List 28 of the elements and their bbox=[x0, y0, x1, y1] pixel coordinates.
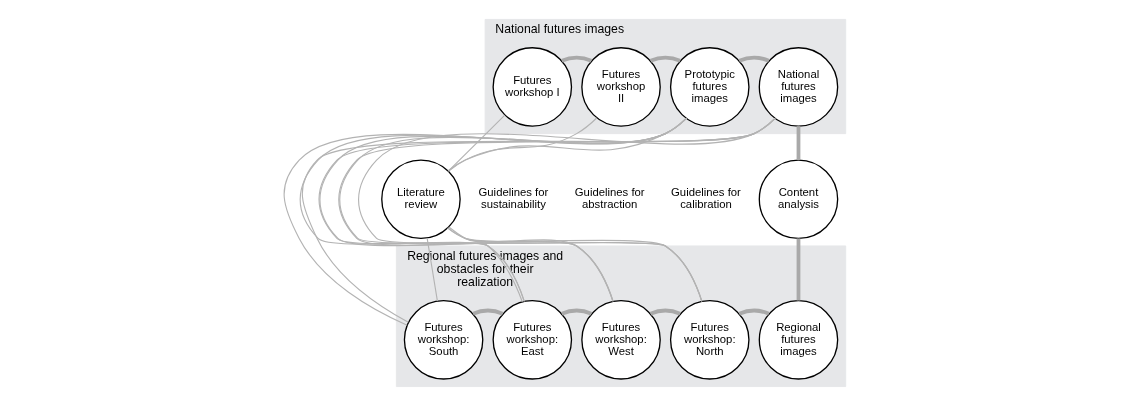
node-circle: National futures images bbox=[758, 47, 838, 127]
node-circle: Content analysis bbox=[758, 159, 838, 240]
node-circle: Futures workshop: West bbox=[580, 300, 661, 380]
connector bbox=[560, 308, 592, 316]
connector bbox=[649, 55, 681, 63]
node-circle: Literature review bbox=[380, 159, 461, 240]
label: Guidelines for calibration bbox=[670, 186, 741, 211]
connector bbox=[796, 126, 800, 161]
node-circle: Futures workshop: East bbox=[492, 300, 572, 380]
label: Guidelines for sustainability bbox=[478, 186, 548, 211]
connector bbox=[471, 308, 503, 316]
node-circle: Futures workshop: South bbox=[403, 300, 483, 380]
label: Guidelines for abstraction bbox=[574, 186, 645, 211]
node-circle: Futures workshop I bbox=[492, 47, 572, 127]
connector bbox=[426, 237, 438, 302]
connector bbox=[447, 117, 686, 172]
connector bbox=[738, 55, 770, 63]
node-circle: Futures workshop II bbox=[580, 47, 661, 127]
connector bbox=[796, 238, 800, 301]
node-circle: Futures workshop: North bbox=[669, 300, 750, 380]
node-circle: Regional futures images bbox=[758, 300, 838, 380]
connector bbox=[649, 308, 681, 316]
connector bbox=[446, 227, 702, 302]
node-circle: Prototypic futures images bbox=[669, 47, 750, 127]
connector bbox=[447, 226, 523, 303]
connector bbox=[560, 55, 592, 63]
connector bbox=[446, 227, 613, 302]
connector bbox=[738, 308, 770, 316]
